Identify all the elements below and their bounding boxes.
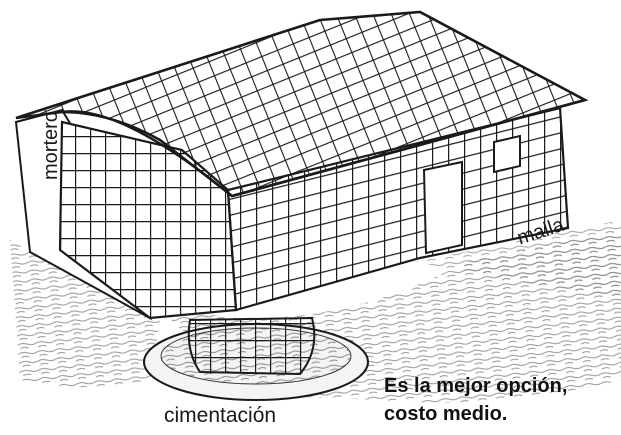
caption-text: Es la mejor opción, costo medio. <box>384 372 567 428</box>
roof-mesh <box>15 10 589 198</box>
caption-line-2: costo medio. <box>384 403 508 425</box>
label-mortero: mortero <box>40 111 62 180</box>
caption-line-1: Es la mejor opción, <box>384 375 568 397</box>
label-cimentacion: cimentación <box>164 404 277 427</box>
front-wall-mesh <box>226 106 570 312</box>
foundation-trench <box>143 316 369 401</box>
